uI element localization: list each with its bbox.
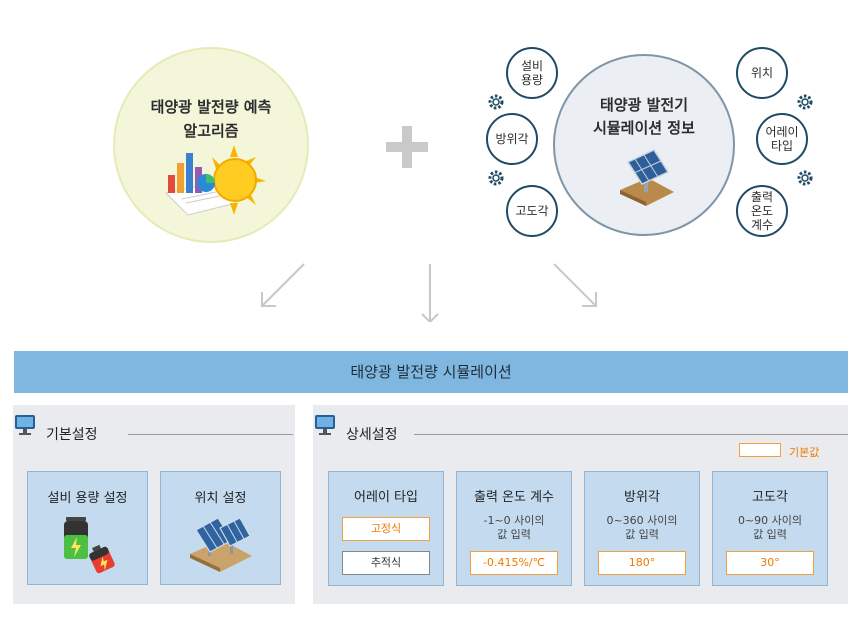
info-item-location: 위치 <box>736 47 788 99</box>
monitor-icon <box>15 415 35 435</box>
altitude-desc: 0~90 사이의 값 입력 <box>737 514 803 541</box>
simulation-info-title-line2: 시뮬레이션 정보 <box>593 119 695 137</box>
array-type-tracking-option[interactable]: 추적식 <box>342 551 430 575</box>
default-value-legend-label: 기본값 <box>789 446 820 459</box>
simulation-info-title: 태양광 발전기 시뮬레이션 정보 <box>553 94 735 140</box>
info-item-altitude: 고도각 <box>506 185 558 237</box>
divider <box>128 434 293 435</box>
solar-panel-icon <box>190 517 252 572</box>
battery-icon <box>64 517 115 574</box>
array-type-fixed-option[interactable]: 고정식 <box>342 517 430 541</box>
simulation-info-title-line1: 태양광 발전기 <box>599 96 689 114</box>
simulation-banner-title: 태양광 발전량 시뮬레이션 <box>350 363 512 381</box>
gear-icon <box>797 170 813 186</box>
info-item-array-type: 어레이 타입 <box>756 113 808 165</box>
detail-settings-title: 상세설정 <box>346 427 398 443</box>
algorithm-title: 태양광 발전량 예측 알고리즘 <box>113 95 309 143</box>
temp-coeff-input[interactable]: -0.415%/℃ <box>470 551 558 575</box>
info-item-capacity: 설비 용량 <box>506 47 558 99</box>
azimuth-title: 방위각 <box>624 490 660 505</box>
info-item-azimuth: 방위각 <box>486 113 538 165</box>
basic-settings-title: 기본설정 <box>46 427 98 443</box>
azimuth-input[interactable]: 180° <box>598 551 686 575</box>
simulation-banner <box>14 351 848 393</box>
arrow-down-left-icon <box>261 263 305 307</box>
default-value-legend-swatch <box>739 443 781 457</box>
azimuth-desc: 0~360 사이의 값 입력 <box>606 514 678 541</box>
arrow-down-right-icon <box>553 263 597 307</box>
chart-sun-illustration-icon <box>164 145 266 216</box>
temp-coeff-desc: -1~0 사이의 값 입력 <box>483 514 545 541</box>
gear-icon <box>488 170 504 186</box>
temp-coeff-title: 출력 온도 계수 <box>473 490 555 505</box>
divider <box>414 434 848 435</box>
array-type-title: 어레이 타입 <box>354 490 418 505</box>
algorithm-circle <box>113 47 309 243</box>
info-item-temp-coeff: 출력 온도 계수 <box>736 185 788 237</box>
algorithm-title-line1: 태양광 발전량 예측 <box>150 98 272 116</box>
gear-icon <box>797 94 813 110</box>
gear-icon <box>488 94 504 110</box>
algorithm-title-line2: 알고리즘 <box>183 122 239 140</box>
altitude-input[interactable]: 30° <box>726 551 814 575</box>
location-setting-title: 위치 설정 <box>194 491 247 506</box>
altitude-title: 고도각 <box>752 490 788 505</box>
solar-panel-icon <box>620 149 674 206</box>
simulation-info-circle <box>553 54 735 236</box>
arrow-down-icon <box>421 264 439 322</box>
monitor-icon <box>315 415 335 435</box>
capacity-setting-title: 설비 용량 설정 <box>47 491 128 506</box>
plus-icon <box>386 126 428 168</box>
